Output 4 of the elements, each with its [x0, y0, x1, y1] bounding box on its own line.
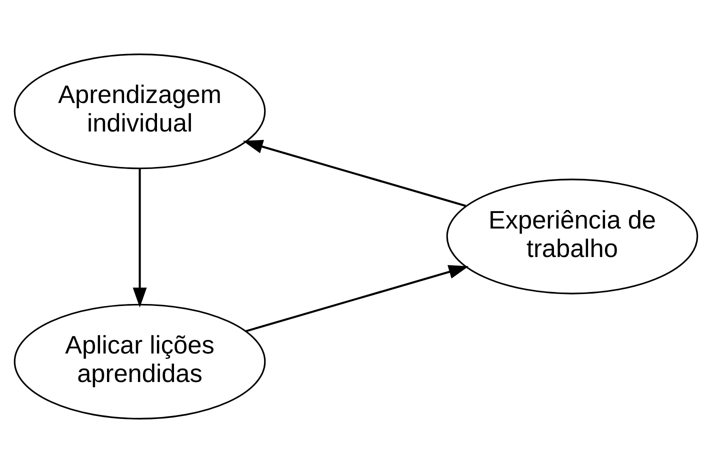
arrow — [242, 139, 466, 206]
node-ellipse: Aplicar lições aprendidas — [14, 303, 266, 419]
arrow — [132, 168, 147, 308]
arrow — [246, 264, 469, 332]
